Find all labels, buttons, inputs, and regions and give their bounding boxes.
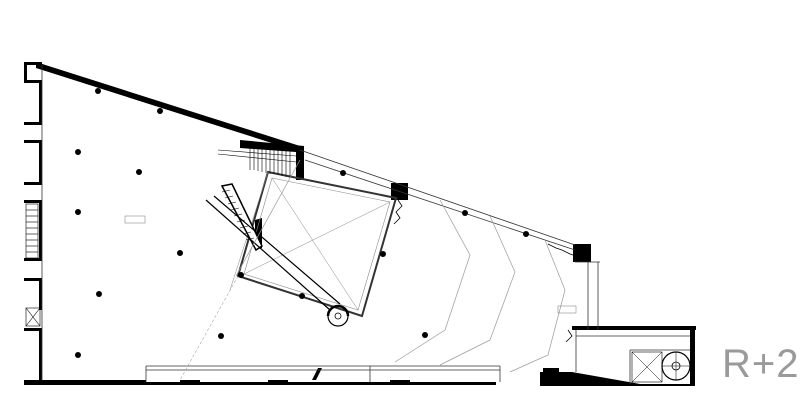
columns: [75, 88, 529, 358]
detail-marks: [393, 199, 577, 343]
north-stair: [217, 146, 297, 178]
spiral-stair-annex: [631, 351, 691, 383]
north-wall: [36, 62, 300, 152]
central-atrium: [179, 170, 398, 381]
elevation-tags: [124, 215, 577, 314]
south-wall-left: [24, 380, 146, 385]
diagonal-stair: [205, 183, 341, 311]
exterior-walls: [24, 62, 696, 386]
outline-lines: [41, 65, 690, 384]
west-stair: [25, 203, 41, 327]
spiral-stair: [326, 304, 350, 327]
column-square: [573, 244, 591, 262]
seating-tiers: [235, 159, 566, 373]
level-label: R+2: [722, 342, 800, 386]
